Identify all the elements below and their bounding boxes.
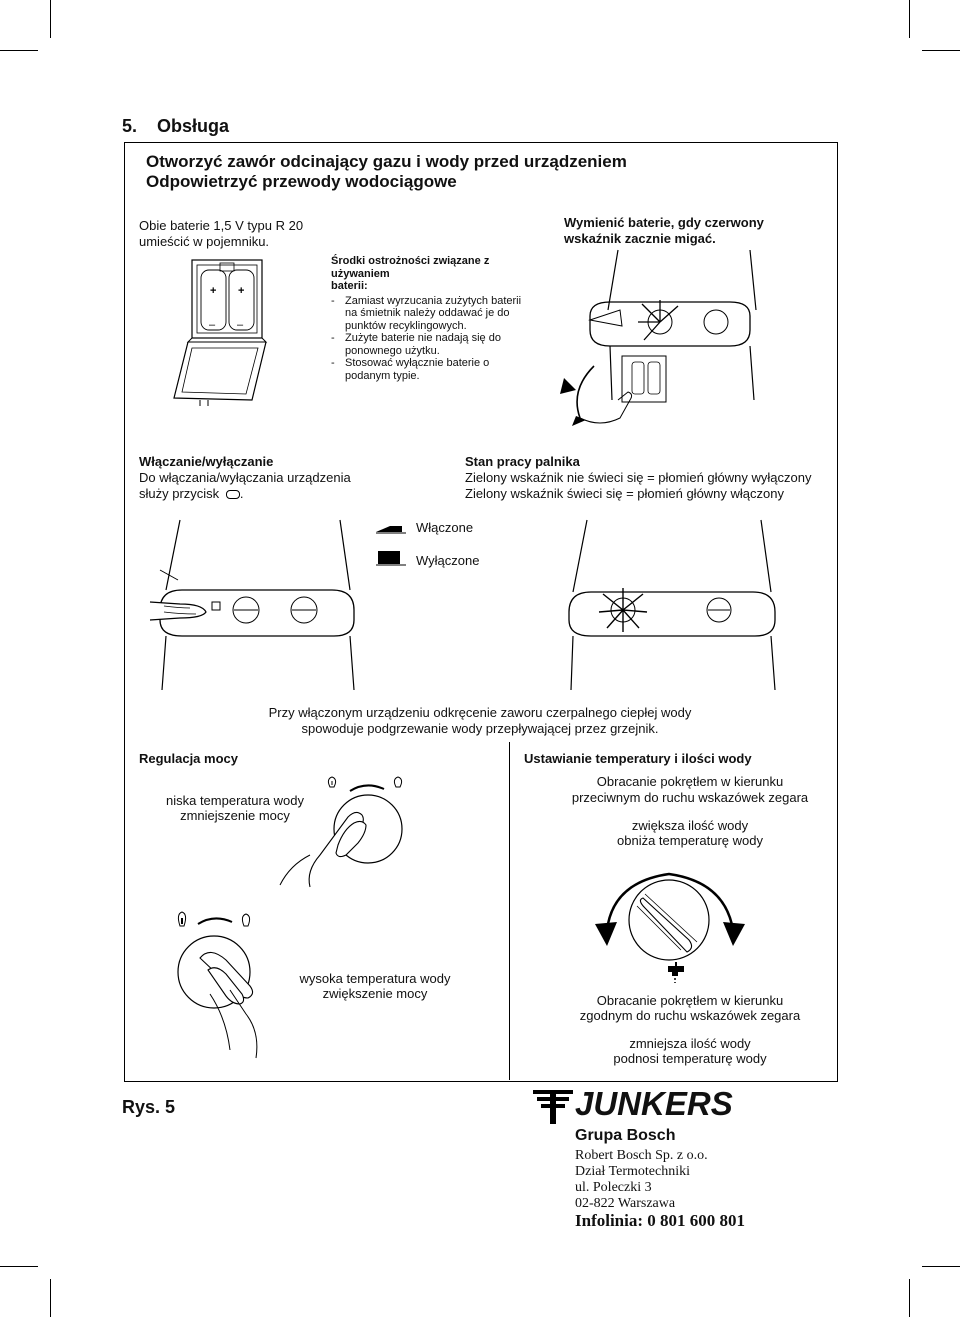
power-title: Regulacja mocy [139,751,238,766]
precautions-title-line-2: baterii: [331,280,368,292]
battery-holder-illustration: + + – – [173,259,268,406]
temperature-cw-effect-1: zmniejsza ilość wody [629,1036,751,1051]
switch-on-label: Włączone [416,520,474,535]
power-button-icon [225,490,240,500]
battery-replace-line-1: Wymienić baterie, gdy czerwony [564,215,764,230]
onoff-line-2-end: . [239,486,244,501]
burner-line-2: Zielony wskaźnik świeci się = płomień gł… [465,486,784,501]
group-name: Grupa Bosch [575,1127,676,1144]
power-low-line-1: niska temperatura wody [165,793,304,808]
temperature-ccw-effect-2: obniża temperaturę wody [617,833,763,848]
water-tap-icon [668,962,684,983]
battery-plus-right: + [238,285,244,297]
crop-mark [50,0,51,38]
header-line-2: Odpowietrzyć przewody wodociągowe [146,172,457,191]
temperature-cw-line-1: Obracanie pokrętłem w kierunku [596,993,784,1008]
section-title: Obsługa [157,116,230,136]
crop-mark [0,50,38,51]
brand-name: JUNKERS [575,1085,733,1122]
battery-precautions: Środki ostrożności związane z używaniem … [331,255,533,382]
crop-mark [50,1279,51,1317]
onoff-line-1: Do włączania/wyłączania urządzenia [139,470,351,485]
crop-mark [909,1279,910,1317]
switch-off-label: Wyłączone [416,553,480,568]
department: Dział Termotechniki [575,1164,691,1179]
temperature-ccw-effect-1: zwiększa ilość wody [631,818,749,833]
precaution-item: Zużyte baterie nie nadają się do ponowne… [331,332,533,357]
temperature-cw-line-2: zgodnym do ruchu wskazówek zegara [579,1008,801,1023]
battery-minus-right: – [237,319,244,331]
heater-onoff-illustration [149,519,355,691]
heating-note-line-2: spowoduje podgrzewanie wody przepływając… [301,721,659,736]
crop-mark [922,50,960,51]
street: ul. Poleczki 3 [575,1180,652,1195]
heater-indicator-illustration [568,519,776,691]
main-frame [124,142,838,1082]
temperature-title: Ustawianie temperatury i ilości wody [524,751,752,766]
onoff-line-2-text: służy przycisk [139,486,220,501]
battery-minus-left: – [209,319,216,331]
heating-note-line-1: Przy włączonym urządzeniu odkręcenie zaw… [268,705,692,720]
column-divider [509,742,510,1080]
crop-mark [0,1266,38,1267]
burner-title: Stan pracy palnika [465,454,580,469]
heater-battery-illustration [560,249,757,426]
battery-replace-line-2: wskaźnik zacznie migać. [564,231,716,246]
header-line-1: Otworzyć zawór odcinający gazu i wody pr… [146,152,627,171]
battery-plus-left: + [210,285,216,297]
temperature-knob-illustration [595,872,745,961]
section-number: 5. [122,116,138,136]
precaution-item: Zamiast wyrzucania zużytych baterii na ś… [331,295,533,333]
junkers-logo-icon [533,1090,573,1124]
battery-install-line-1: Obie baterie 1,5 V typu R 20 [139,218,304,233]
onoff-title: Włączanie/wyłączanie [139,454,274,469]
burner-line-1: Zielony wskaźnik nie świeci się = płomie… [465,470,812,485]
onoff-line-2: służy przycisk . [139,485,243,502]
city: 02-822 Warszawa [575,1196,676,1211]
power-high-line-1: wysoka temperatura wody [299,971,451,986]
temperature-ccw-line-2: przeciwnym do ruchu wskazówek zegara [571,790,809,805]
crop-mark [909,0,910,38]
temperature-cw-effect-2: podnosi temperaturę wody [613,1051,767,1066]
switch-off-icon [376,551,406,566]
switch-on-icon [376,526,406,534]
battery-install-line-2: umieścić w pojemniku. [139,234,270,249]
temperature-ccw-line-1: Obracanie pokrętłem w kierunku [596,774,784,789]
precautions-title-line-1: Środki ostrożności związane z używaniem [331,255,490,280]
power-knob-low-illustration [279,776,403,888]
power-knob-high-illustration [177,911,258,1059]
precaution-item: Stosować wyłącznie baterie o podanym typ… [331,357,533,382]
crop-mark [922,1266,960,1267]
figure-label: Rys. 5 [122,1097,176,1117]
company-name: Robert Bosch Sp. z o.o. [575,1148,708,1163]
hotline: Infolinia: 0 801 600 801 [575,1211,746,1230]
power-low-line-2: zmniejszenie mocy [180,808,290,823]
power-high-line-2: zwiększenie mocy [322,986,428,1001]
